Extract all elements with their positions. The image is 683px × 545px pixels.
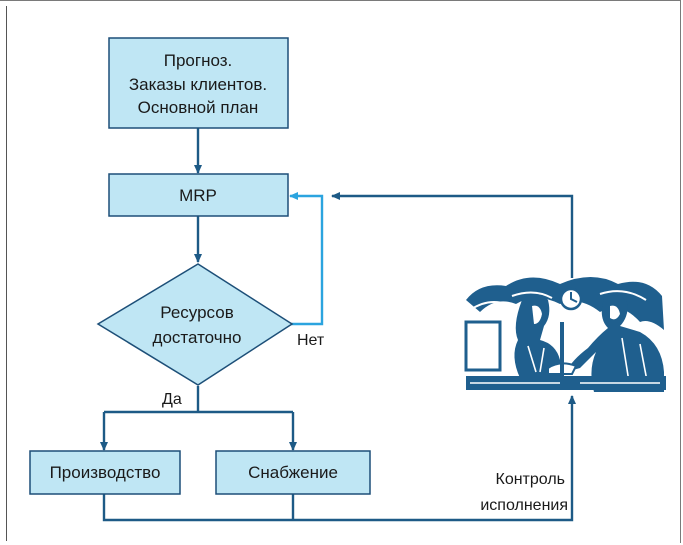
arrow-illustration-to-mrp: [331, 192, 574, 278]
control-label-line-1: Контроль: [496, 471, 566, 488]
forecast-box: Прогноз. Заказы клиентов. Основной план: [108, 37, 289, 129]
production-box: Производство: [29, 450, 181, 495]
arrow-no-feedback: [289, 192, 324, 326]
forecast-line-1: Прогноз.: [164, 51, 233, 70]
mrp-label: MRP: [179, 186, 217, 205]
decision-line-1: Ресурсов: [160, 303, 234, 322]
decision-diamond: Ресурсов достаточно: [96, 263, 294, 386]
decision-line-2: достаточно: [153, 328, 242, 347]
diagram-left-border: [6, 6, 7, 541]
control-label-line-2: исполнения: [480, 497, 568, 514]
mrp-box: MRP: [108, 173, 289, 217]
arrow-control-feedback: [102, 395, 576, 522]
edge-label-yes: Да: [162, 391, 182, 408]
connectors: [100, 128, 576, 522]
production-label: Производство: [50, 463, 161, 482]
supply-box: Снабжение: [215, 450, 371, 495]
forecast-line-2: Заказы клиентов.: [129, 75, 267, 94]
forecast-line-3: Основной план: [138, 98, 259, 117]
business-meeting-illustration: [462, 277, 668, 395]
edge-label-no: Нет: [297, 332, 325, 349]
supply-label: Снабжение: [248, 463, 338, 482]
